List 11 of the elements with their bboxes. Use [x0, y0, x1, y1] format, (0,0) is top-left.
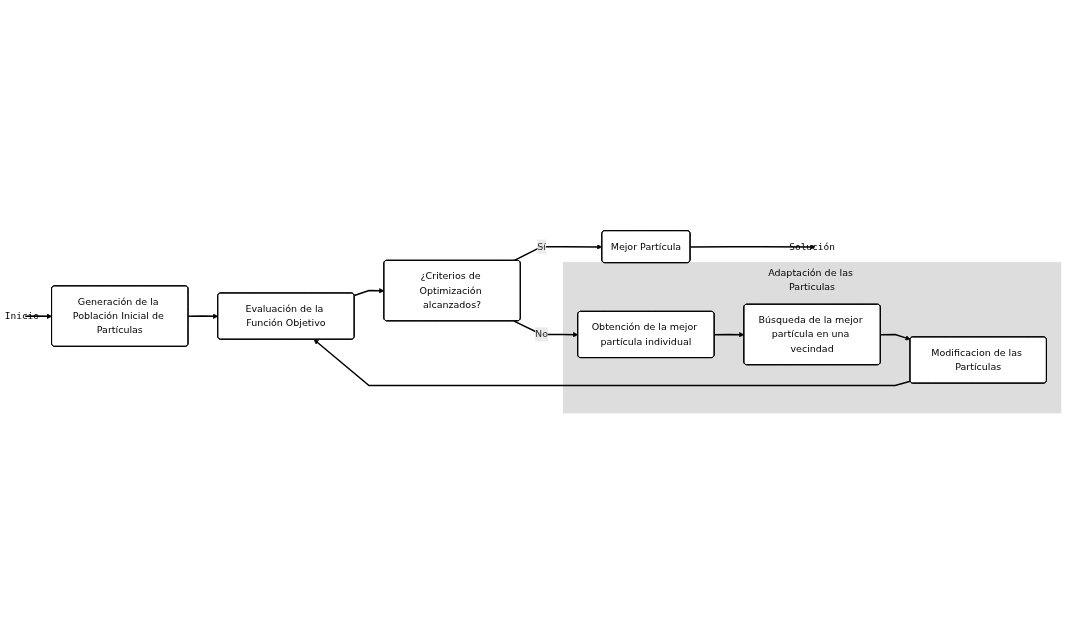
- arrow: [879, 333, 911, 341]
- edge-label: Sí: [537, 240, 546, 252]
- arrow: [313, 339, 912, 387]
- arrow: [689, 244, 816, 250]
- arrow: [353, 288, 385, 297]
- arrow: [24, 313, 53, 319]
- arrow: [713, 332, 745, 338]
- arrow: [513, 244, 603, 262]
- node-text: Solución: [789, 240, 835, 252]
- edge-label: No: [535, 328, 549, 340]
- arrow: [187, 313, 219, 319]
